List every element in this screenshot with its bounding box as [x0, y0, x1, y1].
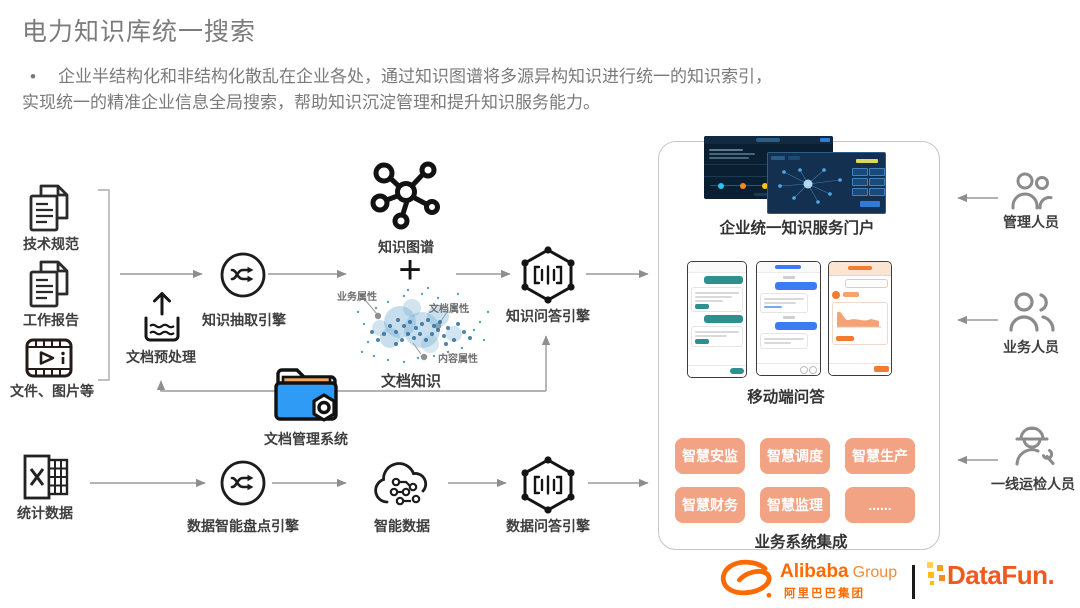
- scatter-label-content: 内容属性: [438, 354, 478, 365]
- knowledge-graph-icon: [369, 161, 443, 236]
- shuffle-engine-icon: [219, 459, 267, 512]
- media-file-icon: [25, 337, 73, 384]
- smart-data-label: 智能数据: [374, 518, 430, 534]
- phone-screenshot-orange: [828, 261, 892, 376]
- logo-divider: [912, 565, 915, 599]
- spreadsheet-icon: [23, 451, 69, 508]
- alibaba-group-text: Group: [852, 564, 898, 581]
- portal-caption: 企业统一知识服务门户: [719, 220, 875, 237]
- doc-mgmt-system-label: 文档管理系统: [264, 431, 348, 447]
- source-label-statistics: 统计数据: [17, 505, 73, 521]
- source-label-files-media: 文件、图片等: [10, 383, 94, 399]
- hexagon-qa-icon: [521, 246, 575, 309]
- system-button-more: ......: [845, 487, 915, 523]
- doc-preprocess-label: 文档预处理: [126, 349, 196, 365]
- datafun-logo: DataFun.: [947, 560, 1055, 590]
- document-scatter: [338, 282, 494, 379]
- alibaba-cn-text: 阿里巴巴集团: [784, 588, 865, 600]
- folder-gear-icon: [271, 362, 343, 433]
- system-button-anjian: 智慧安监: [675, 438, 745, 474]
- document-icon: [28, 184, 72, 237]
- knowledge-extract-engine-label: 知识抽取引擎: [202, 312, 286, 328]
- network-graph-mock: [778, 168, 842, 204]
- hexagon-qa-icon: [521, 456, 575, 519]
- upload-preprocess-icon: [138, 288, 186, 351]
- user-label-manager: 管理人员: [1003, 214, 1059, 230]
- phone-screenshot-teal: [687, 261, 747, 378]
- scatter-label-document: 文档属性: [429, 304, 469, 315]
- bullet-line-1: 企业半结构化和非结构化散乱在企业各处，通过知识图谱将多源异构知识进行统一的知识索…: [58, 67, 772, 86]
- portal-screenshot-front: [767, 152, 886, 214]
- system-button-caiwu: 智慧财务: [675, 487, 745, 523]
- alibaba-text: Alibaba: [780, 561, 849, 582]
- doc-knowledge-label: 文档知识: [380, 373, 442, 390]
- knowledge-graph-label: 知识图谱: [378, 239, 434, 255]
- knowledge-qa-engine-label: 知识问答引擎: [506, 308, 590, 324]
- data-inventory-engine-label: 数据智能盘点引擎: [187, 518, 299, 534]
- scatter-label-business: 业务属性: [337, 292, 377, 303]
- alibaba-logo: [718, 559, 776, 606]
- manager-people-icon: [1008, 170, 1056, 217]
- bullet-marker: •: [30, 67, 36, 86]
- system-button-shengchan: 智慧生产: [845, 438, 915, 474]
- mini-area-chart: [837, 311, 881, 328]
- systems-caption: 业务系统集成: [754, 534, 848, 551]
- plus-sign: +: [398, 248, 422, 292]
- bullet-line-2: 实现统一的精准企业信息全局搜索，帮助知识沉淀管理和提升知识服务能力。: [22, 93, 600, 112]
- mobile-caption: 移动端问答: [747, 389, 825, 406]
- system-button-jianli: 智慧监理: [760, 487, 830, 523]
- frontline-worker-icon: [1007, 422, 1057, 475]
- intro-paragraph: • 企业半结构化和非结构化散乱在企业各处，通过知识图谱将多源异构知识进行统一的知…: [22, 64, 1032, 116]
- business-people-icon: [1007, 290, 1057, 339]
- user-label-business: 业务人员: [1003, 339, 1059, 355]
- shuffle-engine-icon: [219, 251, 267, 304]
- phone-screenshot-blue: [756, 261, 821, 376]
- data-qa-engine-label: 数据问答引擎: [506, 518, 590, 534]
- document-icon: [28, 260, 72, 313]
- page-title: 电力知识库统一搜索: [22, 18, 257, 46]
- source-label-work-report: 工作报告: [23, 312, 79, 328]
- user-label-frontline: 一线运检人员: [991, 476, 1075, 492]
- source-label-tech-spec: 技术规范: [23, 236, 79, 252]
- datafun-dots-icon: [928, 572, 934, 578]
- system-button-diaodu: 智慧调度: [760, 438, 830, 474]
- cloud-circuit-icon: [370, 460, 432, 515]
